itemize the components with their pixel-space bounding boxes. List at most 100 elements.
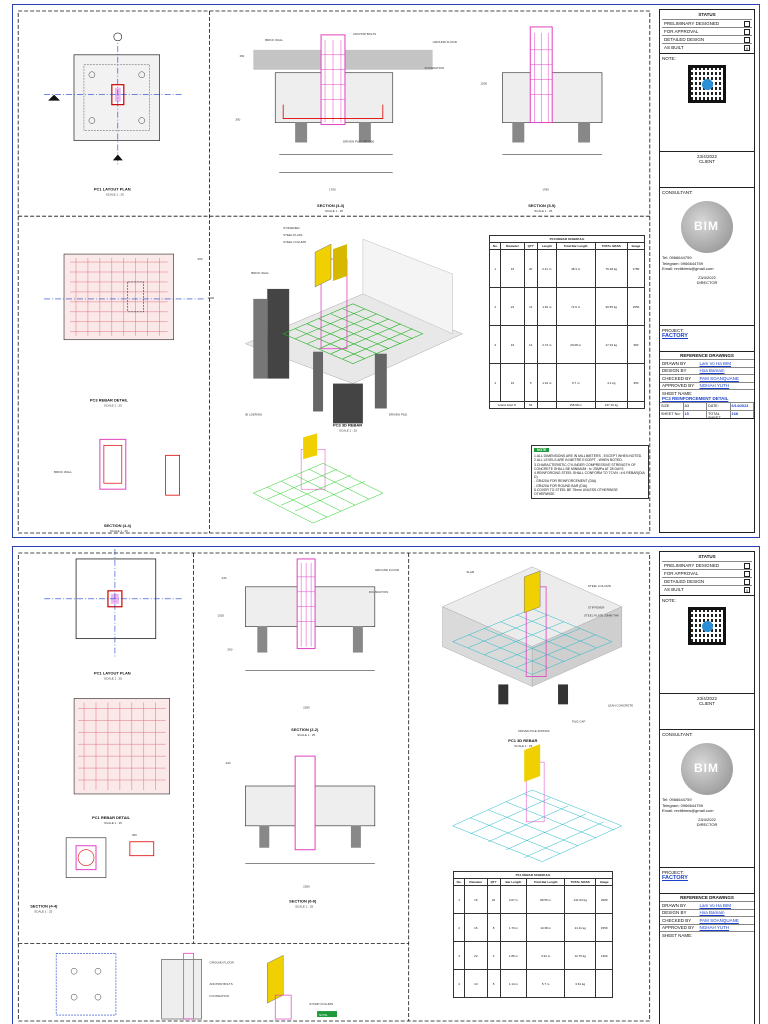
schedule1-header-image: Image [626, 242, 646, 250]
people-role: CHECKED BY [662, 375, 692, 381]
total-sheet-value: 168 [730, 410, 754, 418]
bim-logo: BIM [681, 743, 733, 795]
rebar-shape-image: 2280 [595, 885, 613, 914]
section55-title: SECTION (5-5) [528, 203, 556, 208]
cell: Grand total: 8 [489, 401, 525, 409]
sheet1-plan-title: PC1 LAYOUT PLAN [94, 186, 131, 191]
note-line: CONCRETE SHALL BE MINIMUM : fc' 25MPa AT… [534, 466, 624, 471]
note-line: 4.REINFORCING STEEL SHALL CONFORM TO TCV… [534, 471, 645, 480]
schedule1-title: PC3 REBAR SCHEDULE [489, 235, 645, 243]
s22-dim-240: 240 [221, 576, 226, 580]
cell [626, 401, 646, 409]
3d2-label-lean-concrete: LEAN CONCRETE [608, 703, 633, 707]
people-role: DRAWN BY [662, 902, 687, 908]
cell: 1 [452, 885, 466, 914]
sheet1-plan-scale: SCALE 1 : 25 [106, 192, 124, 196]
cell: 4 [488, 363, 502, 402]
shape-dim: 1780 [632, 266, 640, 271]
cell: 22 [500, 287, 525, 326]
ll-label-stump-column: STUMP COLUMN [309, 1002, 333, 1006]
section66-scale: SCALE 1 : 25 [295, 904, 313, 908]
rebar-shape-image: 1780 [626, 249, 646, 288]
3d2-label-stiffener: STIFFENER [588, 606, 605, 610]
sheet1-drawing-svg: PC1 LAYOUT PLAN SCALE 1 : 25 1 [17, 10, 651, 534]
status-label: FOR APPROVAL [664, 29, 699, 34]
sheet2-rebar3d-title: PC1 3D REBAR [508, 738, 537, 743]
sheet2-note-heading: NOTE [319, 1013, 327, 1017]
client-label: CLIENT [698, 159, 715, 164]
people-role: APPROVED BY [662, 383, 695, 389]
section-3-3: 1780 BRICK WALL ANCHOR BOLTS GROUND FLOO… [235, 32, 457, 213]
status-checkbox: X [744, 586, 750, 593]
3d2-label-steel-plate: STEEL PLATE 20MM THK [584, 614, 619, 618]
rebar-shape-image: 1300 [595, 941, 613, 970]
cell: 16 [464, 913, 488, 942]
s22-dim-1020: 1020 [217, 614, 224, 618]
note-line: 3.CHARACTERISTIC CYLINDER COMPRESSIVE ST… [534, 462, 636, 467]
sheet2-drawing-svg: PC1 LAYOUT PLAN SCALE 1 : 25 PC1 REBAR D… [17, 548, 651, 1022]
section22-scale: SCALE 1 : 25 [297, 733, 315, 737]
sheet2-rebar-detail-scale: SCALE 1 : 25 [104, 821, 122, 825]
cell [536, 401, 557, 409]
rebar3d-scale: SCALE 1 : 25 [339, 428, 357, 432]
project-header: PROJECT: [662, 328, 684, 333]
cell: 10 [464, 969, 488, 998]
cell: 3.61 kg [563, 969, 597, 998]
status-header: STATUS [698, 12, 716, 17]
sheet2-section44-scale: SCALE 1 : 25 [34, 909, 52, 913]
s22-label-foundation: FOUNDATION [369, 590, 388, 594]
sheet2-rebar-schedule: PC1 REBAR SCHEDULE No. Diameter QTY Bar … [452, 871, 613, 998]
client-label: CLIENT [698, 701, 715, 706]
note-header: NOTE: [662, 598, 676, 603]
lower-left-views: GROUND FLOOR ANCHOR BOLTS FOUNDATION STU… [55, 952, 337, 1020]
cell: 1.93 m [536, 287, 557, 326]
status-row: DETAILED DESIGN [662, 35, 752, 43]
3d2-label-driven-pile: DRIVEN PILE 300X300 [518, 729, 550, 733]
shape-dim: 350 [633, 380, 639, 385]
shape-dim: 1300 [600, 953, 608, 958]
cell: 3 [452, 941, 466, 970]
status-row: PRELIMINARY DESIGNED [662, 19, 752, 27]
schedule2-header-mass: TOTAL MASS [563, 878, 597, 886]
cell: 20 [523, 249, 538, 288]
sheet2-section44-title: SECTION (4-4) [30, 903, 58, 908]
pc3-rebar-detail: 200 1000 PC3 REBAR DETAIL SCALE 1 : 25 [44, 253, 214, 407]
cell: 3 [488, 325, 502, 364]
date-value: 6/14/2023 [730, 402, 754, 410]
cell: 17.23 kg [594, 325, 628, 364]
cell: 3.32 m [526, 941, 565, 970]
bim-logo: BIM [681, 201, 733, 253]
status-label: PRELIMINARY DESIGNED [664, 563, 720, 568]
drawing-sheet-2: PC1 LAYOUT PLAN SCALE 1 : 25 PC1 REBAR D… [12, 546, 760, 1024]
cell: 6.7 m [555, 363, 596, 402]
bim-logo-text: BIM [694, 761, 719, 775]
status-header: STATUS [698, 554, 716, 559]
s55-dim-1500: 1500 [480, 82, 487, 86]
rd-dim-200: 200 [198, 257, 203, 261]
total-sheet-label: TOTAL SHEET [707, 410, 731, 420]
contact-email: Email: revitbimw@gmail.com [662, 266, 714, 271]
schedule1-header-mass: TOTAL MASS [594, 242, 628, 250]
ll-label-foundation: FOUNDATION [210, 994, 229, 998]
table-row-total: Grand total: 8 54 158.68 m 137.16 kg [489, 401, 646, 409]
contact-telegram: Telegram: 0966644759 [662, 260, 703, 266]
sheet2-plan-scale: SCALE 1 : 25 [104, 676, 122, 680]
people-role: CHECKED BY [662, 917, 692, 923]
schedule1-header-qty: QTY [523, 242, 538, 250]
status-row: PRELIMINARY DESIGNED [662, 561, 752, 569]
drawing-area-1: PC1 LAYOUT PLAN SCALE 1 : 25 1 [13, 5, 655, 537]
cell: 16 [464, 885, 488, 914]
section44-scale: SCALE 1 : 25 [110, 529, 128, 533]
rebar-shape-image: 1550 [626, 287, 646, 326]
status-checkbox [744, 578, 750, 585]
s22-dim-2280: 2280 [303, 705, 310, 709]
pc1-rebar-detail-2: PC1 REBAR DETAIL SCALE 1 : 25 [73, 698, 170, 825]
cell: 2.74 m [536, 325, 557, 364]
contact-email: Email: revitbimw@gmail.com [662, 808, 714, 813]
